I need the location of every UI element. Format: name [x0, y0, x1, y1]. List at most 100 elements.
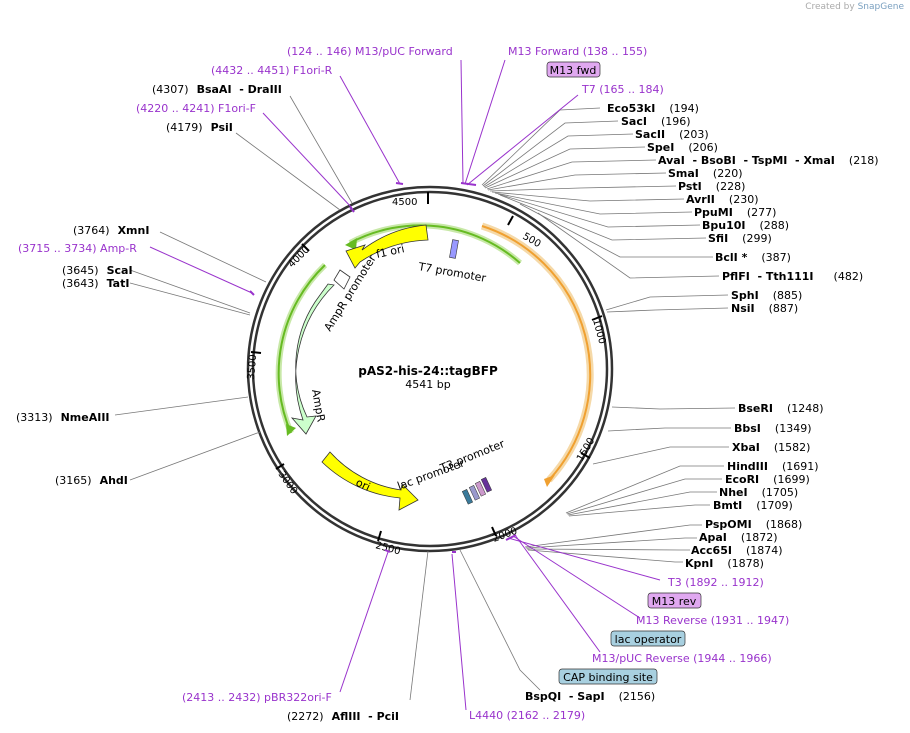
ampr-promoter-label: AmpR promoter: [322, 252, 380, 333]
svg-text:XbaI(1582): XbaI (1582): [732, 441, 810, 454]
svg-text:(4179)PsiI: (4179) PsiI: [166, 121, 233, 134]
svg-text:BmtI(1709): BmtI(1709): [713, 499, 793, 512]
plasmid-length: 4541 bp: [405, 378, 450, 391]
svg-text:NsiI(887): NsiI(887): [731, 302, 798, 315]
enzyme-name: SfiI: [708, 232, 728, 245]
svg-text:AvrII(230): AvrII(230): [686, 193, 759, 206]
enzyme-name: AhdI: [100, 474, 128, 487]
enzyme-name: PsiI: [211, 121, 233, 134]
t3-lac-cluster: [461, 477, 493, 505]
svg-text:BspQI - SapI(2156): BspQI - SapI(2156): [525, 690, 655, 703]
enzyme-name: KpnI: [685, 557, 713, 570]
enzyme-pos: (203): [679, 128, 709, 141]
enzyme-name: PflFI - Tth111I: [722, 270, 814, 283]
ori-label: ori: [354, 476, 372, 494]
svg-text:KpnI(1878): KpnI(1878): [685, 557, 764, 570]
svg-text:Acc65I(1874): Acc65I(1874): [691, 544, 783, 557]
enzyme-pos: (3643): [62, 277, 99, 290]
enzyme-pos: (1248): [787, 402, 824, 415]
enzyme-name: HindIII: [727, 460, 768, 473]
backbone-inner-ring: [251, 190, 609, 548]
enzyme-pos: (218): [849, 154, 879, 167]
enzyme-name: BmtI: [713, 499, 742, 512]
primer-t7: T7 (165 .. 184): [581, 83, 664, 96]
svg-text:NheI(1705): NheI(1705): [719, 486, 798, 499]
enzyme-name: Eco53kI: [607, 102, 655, 115]
enzyme-name: ScaI: [107, 264, 133, 277]
m13-rev-box: [647, 592, 702, 609]
lac-promoter-label: lac promoter: [396, 456, 467, 492]
primer-m13-reverse: M13 Reverse (1931 .. 1947): [636, 614, 789, 627]
enzyme-name: Acc65I: [691, 544, 732, 557]
enzyme-pos: (387): [761, 251, 791, 264]
svg-text:(2272)AflIII - PciI: (2272)AflIII - PciI: [287, 710, 399, 723]
svg-text:(3643)TatI: (3643)TatI: [62, 277, 129, 290]
enzyme-pos: (4179): [166, 121, 203, 134]
svg-text:BseRI(1248): BseRI(1248): [738, 402, 824, 415]
right-connectors: [459, 107, 736, 691]
svg-text:(3165)AhdI: (3165) AhdI: [55, 474, 128, 487]
m13-rev-label: M13 rev: [652, 595, 697, 608]
enzyme-pos: (277): [747, 206, 777, 219]
enzyme-pos: (482): [834, 270, 864, 283]
svg-text:ApaI(1872): ApaI(1872): [699, 531, 777, 544]
green-arc-left: [277, 264, 326, 434]
enzyme-pos: (1582): [774, 441, 811, 454]
enzyme-pos: (220): [713, 167, 743, 180]
enzyme-name: XmnI: [118, 224, 150, 237]
svg-text:SmaI(220): SmaI (220): [668, 167, 743, 180]
svg-text:SacII(203): SacII(203): [635, 128, 709, 141]
enzyme-pos: (3313): [16, 411, 53, 424]
svg-text:(3645)ScaI: (3645)ScaI: [62, 264, 133, 277]
tick-4500: 4500: [392, 197, 417, 208]
credit-created-by: Created by: [805, 2, 855, 12]
svg-text:AvaI - BsoBI - TspMI - XmaI: AvaI - BsoBI - TspMI - XmaI (218): [658, 154, 879, 167]
green-arc-top-arrowhead: [345, 238, 357, 250]
enzyme-pos: (1705): [762, 486, 799, 499]
enzyme-name: XbaI: [732, 441, 760, 454]
right-enzyme-labels: Eco53kI(194) SacI(196) SacII(203) SpeI(2…: [525, 102, 879, 703]
t7-promoter-label: T7 promoter: [416, 260, 487, 285]
enzyme-name: SmaI: [668, 167, 699, 180]
enzyme-name: NmeAIII: [61, 411, 110, 424]
enzyme-pos: (1691): [782, 460, 819, 473]
primer-m13puc-reverse: M13/pUC Reverse (1944 .. 1966): [592, 652, 772, 665]
enzyme-name: EcoRI: [725, 473, 759, 486]
cap-site-box: [558, 668, 658, 685]
enzyme-name: BspQI - SapI: [525, 690, 605, 703]
enzyme-name: PpuMI: [694, 206, 733, 219]
tick-4000: 4000: [286, 244, 312, 270]
t7-promoter-marker: [449, 239, 459, 259]
primer-m13puc-fwd: (124 .. 146) M13/pUC Forward: [287, 45, 453, 58]
enzyme-name: AvaI - BsoBI - TspMI - XmaI: [658, 154, 835, 167]
enzyme-name: PstI: [678, 180, 702, 193]
primer-t3: T3 (1892 .. 1912): [667, 576, 764, 589]
m13-fwd-label: M13 fwd: [550, 64, 597, 77]
svg-text:EcoRI(1699): EcoRI(1699): [725, 473, 810, 486]
backbone-outer-ring: [246, 185, 614, 553]
ampr-arrow: [290, 283, 335, 435]
primer-m13-forward: M13 Forward (138 .. 155): [508, 45, 647, 58]
enzyme-pos: (228): [716, 180, 746, 193]
svg-text:Bpu10I(288): Bpu10I(288): [702, 219, 789, 232]
svg-text:SphI(885): SphI(885): [731, 289, 802, 302]
enzyme-name: SphI: [731, 289, 759, 302]
green-arc-top: [349, 224, 521, 264]
enzyme-name: BclI *: [715, 251, 748, 264]
svg-text:Eco53kI(194): Eco53kI (194): [607, 102, 699, 115]
svg-text:PpuMI(277): PpuMI (277): [694, 206, 776, 219]
enzyme-pos: (2272): [287, 710, 324, 723]
cap-site-label: CAP binding site: [563, 671, 653, 684]
left-connectors: [114, 95, 429, 701]
enzyme-pos: (230): [729, 193, 759, 206]
primer-amp-r: (3715 .. 3734) Amp-R: [18, 242, 137, 255]
enzyme-pos: (3764): [73, 224, 110, 237]
f1-ori-arrow: [345, 224, 429, 269]
primer-l4440: L4440 (2162 .. 2179): [469, 709, 585, 722]
enzyme-pos: (194): [669, 102, 699, 115]
primer-connectors: [149, 59, 661, 711]
plasmid-name: pAS2-his-24::tagBFP: [358, 364, 498, 378]
enzyme-pos: (3165): [55, 474, 92, 487]
green-arc-left-arrowhead: [286, 424, 296, 436]
